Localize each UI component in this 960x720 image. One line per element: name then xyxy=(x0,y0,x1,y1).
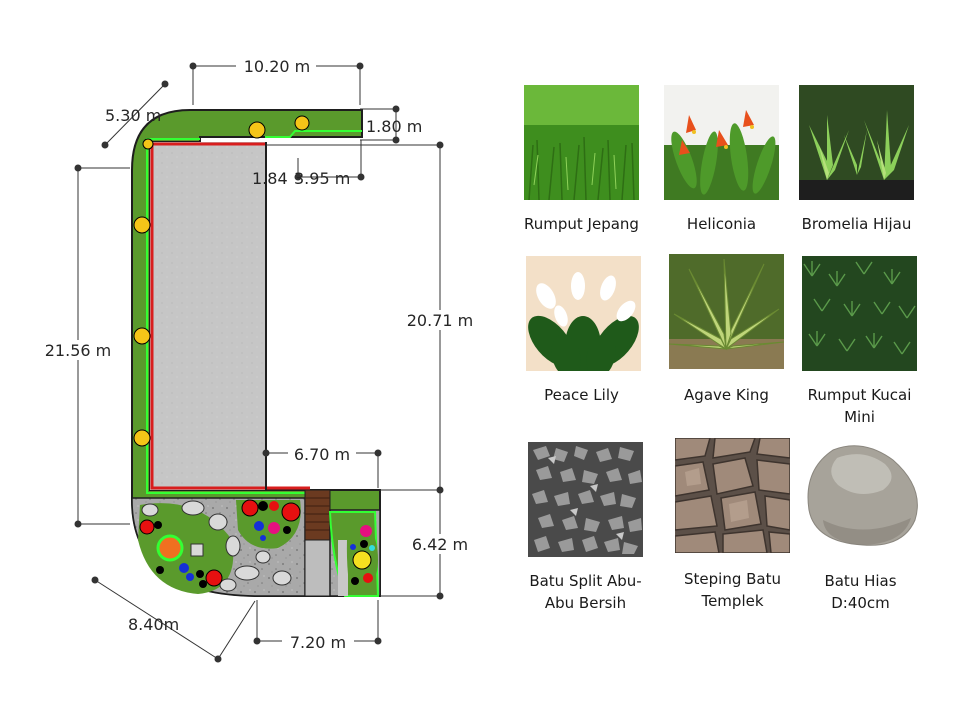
material-label-multiline: Steping Batu Templek xyxy=(665,568,800,612)
dim-corner-bottom: 8.40m xyxy=(128,615,179,634)
dim-inner-width: 6.70 m xyxy=(294,445,350,464)
material-label-line-2: D:40cm xyxy=(831,594,890,612)
green-edging xyxy=(146,138,305,494)
dim-small-a: 1.84 xyxy=(252,169,288,188)
right-inner-path xyxy=(338,540,348,596)
top-strip-step xyxy=(265,130,362,138)
dim-small-b: 3.95 m xyxy=(294,169,350,188)
gravel-photo-icon xyxy=(528,442,643,557)
material-label-multiline: Batu Split Abu- Abu Bersih xyxy=(513,570,658,614)
dim-top-width: 10.20 m xyxy=(244,57,310,76)
stepping-path xyxy=(304,539,331,597)
dim-right-height: 20.71 m xyxy=(407,311,473,330)
dimension-endpoints xyxy=(74,62,444,663)
material-label: Bromelia Hijau xyxy=(801,215,912,233)
material-label: Rumput Jepang xyxy=(524,215,639,233)
dim-bottom-height: 6.42 m xyxy=(412,535,468,554)
material-label-multiline: Rumput Kucai Mini xyxy=(792,384,927,428)
material-label-multiline: Batu Hias D:40cm xyxy=(793,570,928,614)
material-label: Heliconia xyxy=(686,215,757,233)
pavement-area xyxy=(150,142,265,490)
material-label: Peace Lily xyxy=(544,386,619,404)
bromelia-photo-icon xyxy=(799,85,914,200)
agave-photo-icon xyxy=(669,254,784,369)
dim-bottom-width: 7.20 m xyxy=(290,633,346,652)
stepping-stones xyxy=(141,500,292,592)
material-label: Agave King xyxy=(684,386,769,404)
boulder-photo-icon xyxy=(803,440,923,555)
dim-left-height: 21.56 m xyxy=(45,341,111,360)
flagstone-photo-icon xyxy=(675,438,790,553)
material-label-line-1: Batu Split Abu- xyxy=(529,572,642,590)
material-label-line-2: Templek xyxy=(701,592,764,610)
material-label-line-2: Abu Bersih xyxy=(544,594,627,612)
red-edging xyxy=(150,142,310,490)
plant-symbols xyxy=(139,499,375,588)
material-label-line-1: Batu Hias xyxy=(824,572,897,590)
mondo-grass-photo-icon xyxy=(802,256,917,371)
peace-lily-photo-icon xyxy=(526,256,641,371)
material-label-line-2: Mini xyxy=(844,408,875,426)
landscape-site-plan: 10.20 m 5.30 m 1.80 m 1.84 3.95 m 21.56 … xyxy=(44,57,474,663)
grass-photo-icon xyxy=(524,85,639,200)
heliconia-photo-icon xyxy=(664,85,779,200)
yellow-shrubs xyxy=(133,115,310,447)
material-label-line-1: Steping Batu xyxy=(684,570,781,588)
dim-top-strip: 1.80 m xyxy=(366,117,422,136)
dim-corner-top: 5.30 m xyxy=(105,106,161,125)
material-label-line-1: Rumput Kucai xyxy=(807,386,912,404)
